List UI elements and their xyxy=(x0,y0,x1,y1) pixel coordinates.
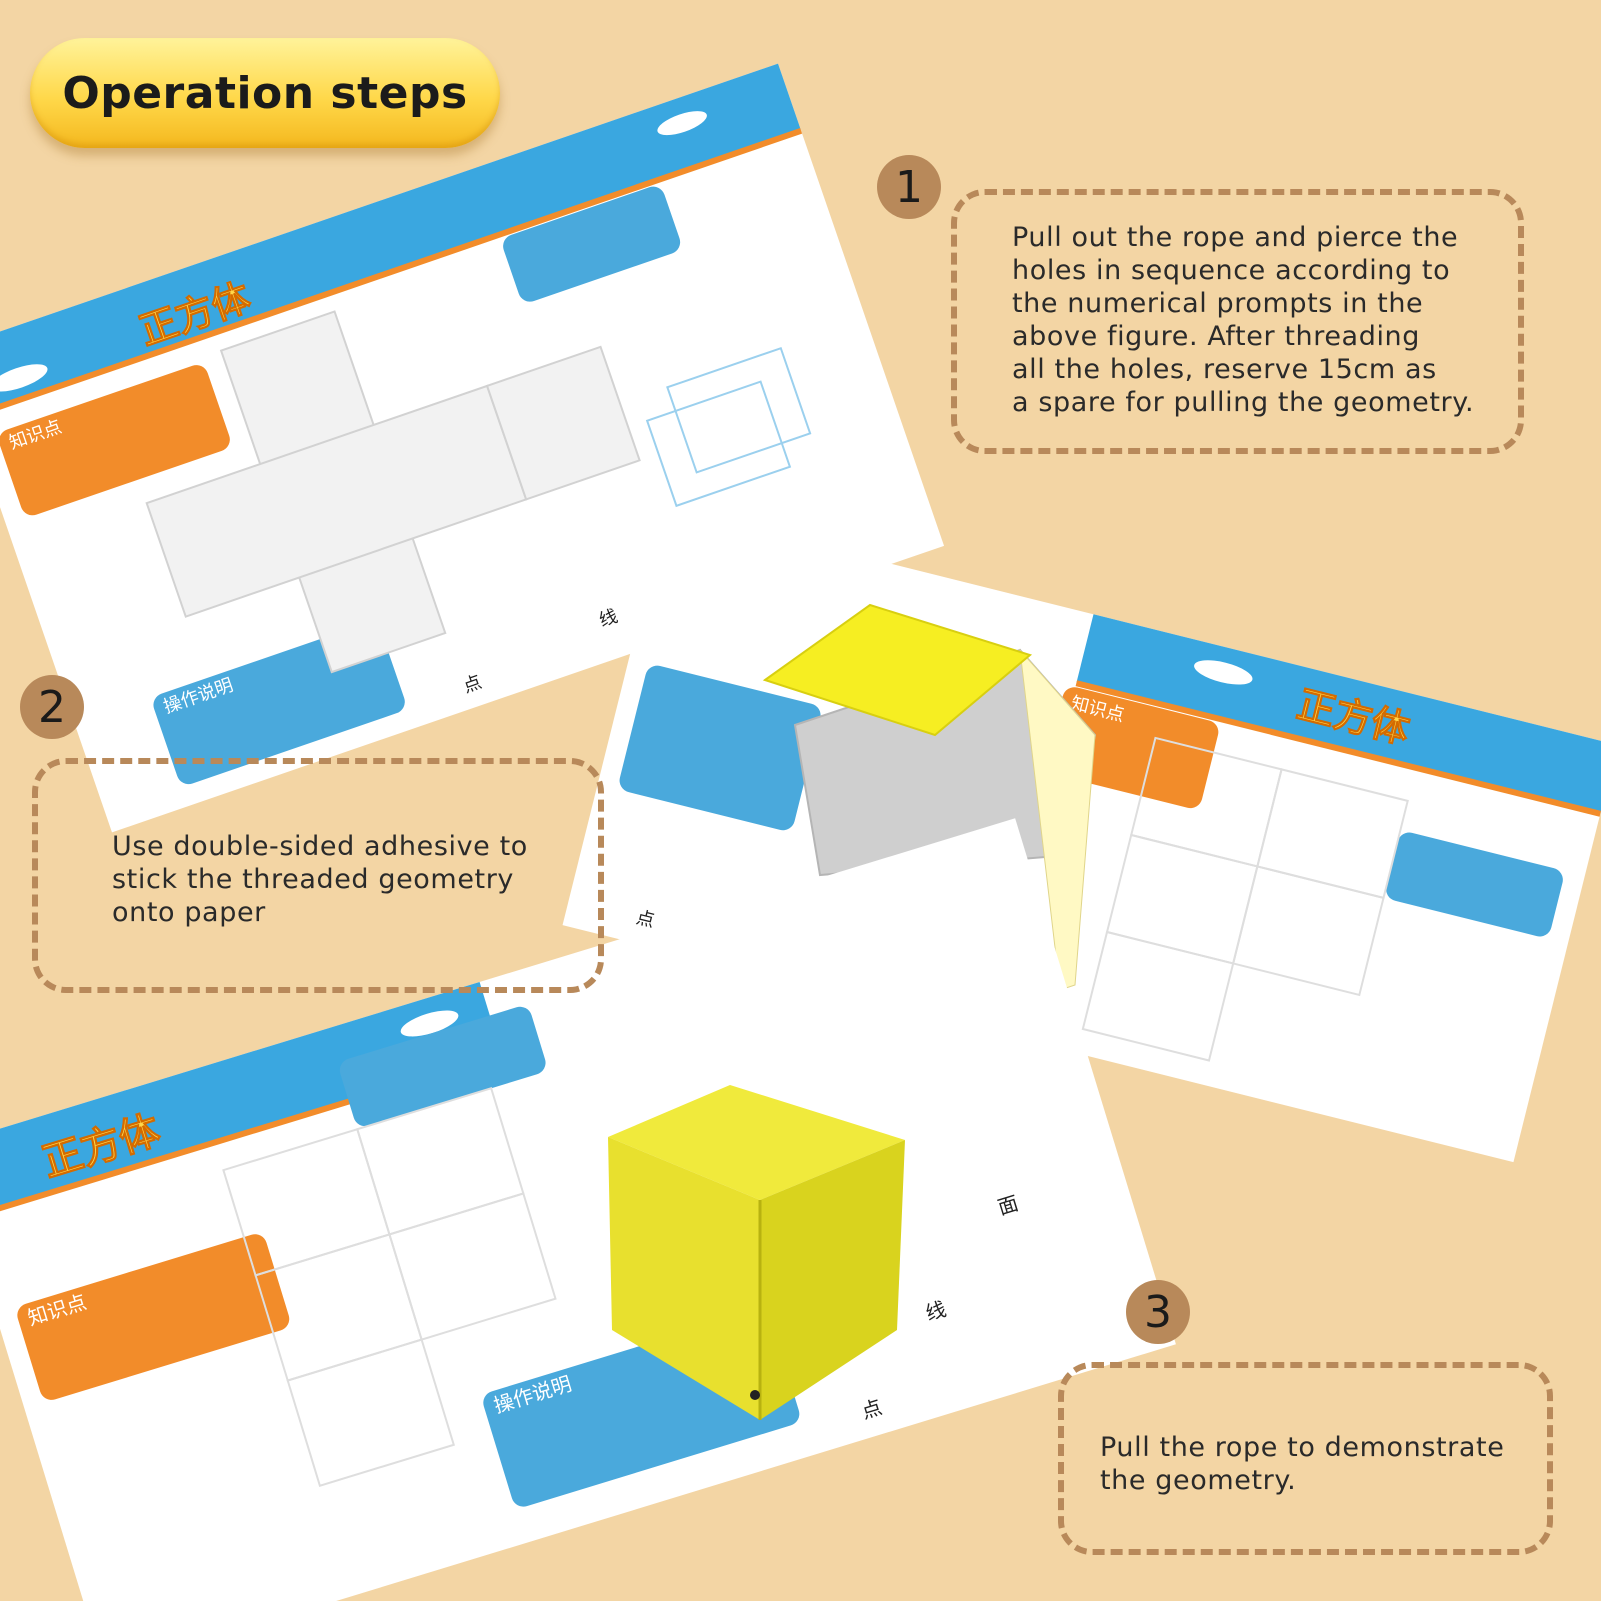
cloud-icon xyxy=(1194,660,1253,685)
poster-3-knowledge-box xyxy=(17,1234,290,1400)
poster-2-operation-box xyxy=(619,665,821,831)
operation-steps-title: Operation steps xyxy=(30,38,500,148)
poster-1-dot-label: 点 xyxy=(461,672,485,698)
step-2-text: Use double-sided adhesive to stick the t… xyxy=(112,831,528,928)
poster-1: 正方体 知识点 操作说明 点 线 面 xyxy=(0,63,945,833)
step-1-box xyxy=(951,189,1524,454)
step-1-badge: 1 xyxy=(877,155,941,219)
poster-3-paper xyxy=(0,818,1176,1601)
poster-3-yellow-cube xyxy=(608,1085,905,1420)
cloud-icon xyxy=(400,1010,459,1037)
step-1-text: Pull out the rope and pierce the holes i… xyxy=(1012,222,1475,418)
poster-3-header-bar xyxy=(0,982,502,1218)
poster-3-grid xyxy=(222,1087,557,1487)
cloud-icon xyxy=(657,111,707,136)
page-title: Operation steps xyxy=(62,67,468,119)
step-3-box xyxy=(1058,1362,1553,1555)
poster-3: 正方体 知识点 操作说明 点 线 面 xyxy=(0,818,1176,1601)
poster-1-header-bar xyxy=(0,63,801,417)
poster-2: 正方体 知识点 点 线 面 xyxy=(562,507,1601,1163)
poster-1-cube-outline xyxy=(645,346,812,508)
poster-2-grid xyxy=(1081,736,1409,1062)
poster-1-line-label: 线 xyxy=(597,606,621,632)
poster-2-dot-label: 点 xyxy=(634,907,657,932)
poster-3-formula-box xyxy=(339,1006,546,1127)
step-3-text: Pull the rope to demonstrate the geometr… xyxy=(1100,1432,1505,1496)
poster-1-knowledge-box xyxy=(0,365,230,516)
poster-1-formula-box xyxy=(503,186,681,302)
step-2-box xyxy=(32,758,604,993)
step-2-badge: 2 xyxy=(20,675,84,739)
poster-1-cube-net xyxy=(145,310,641,674)
poster-2-formula-box xyxy=(1386,832,1563,937)
cloud-icon xyxy=(0,364,48,392)
step-3-badge: 3 xyxy=(1126,1280,1190,1344)
